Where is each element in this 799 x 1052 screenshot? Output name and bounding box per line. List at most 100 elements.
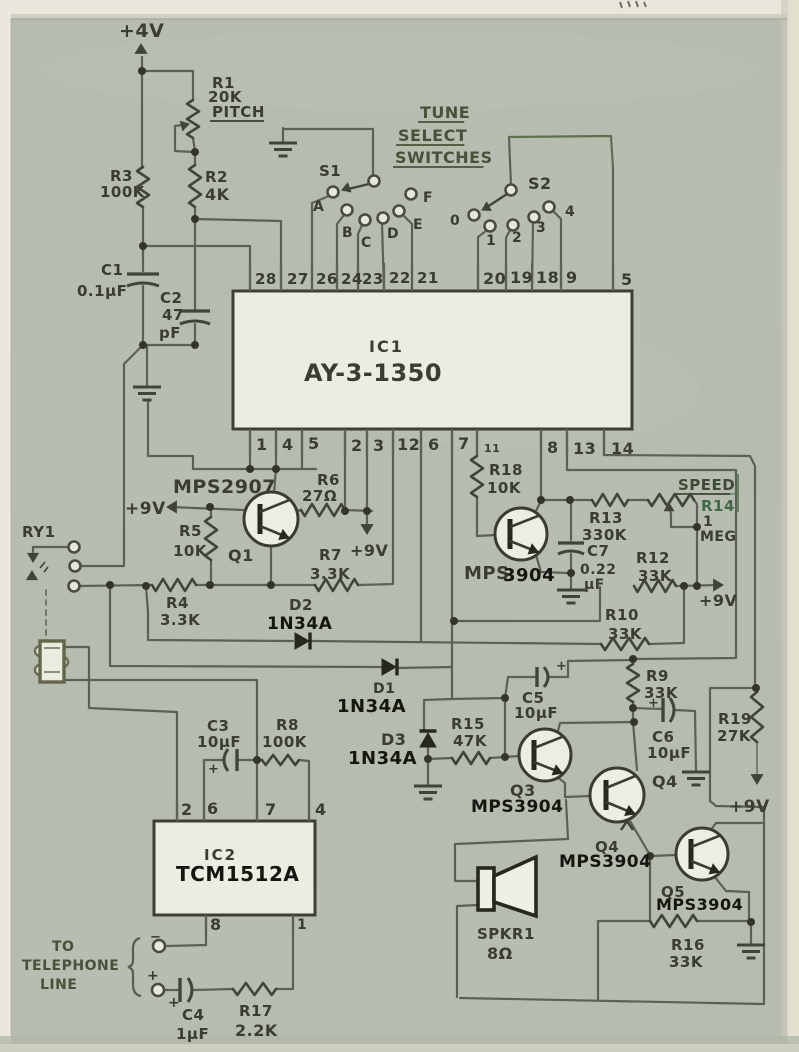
wire-coil-to-ic2pin2 xyxy=(62,645,179,823)
label-r18-name: R18 xyxy=(489,461,523,479)
label-ic1-pin22: 22 xyxy=(389,269,411,287)
r1-wiper-arrow xyxy=(179,120,190,132)
label-ic2-part: TCM1512A xyxy=(176,862,299,886)
junction-dot xyxy=(206,503,214,511)
r14-wiper-arrow xyxy=(663,502,675,512)
ry1-armature-arrow-2 xyxy=(25,570,39,581)
label-r1-name: R1 xyxy=(212,74,235,92)
resistor-r4 xyxy=(150,577,198,593)
label-c3-name: C3 xyxy=(207,717,229,735)
label-ic1-pin3: 3 xyxy=(373,436,385,455)
label-c4-value: 1µF xyxy=(176,1025,209,1043)
label-ic1-name: IC1 xyxy=(369,337,404,356)
label-d1-name: D1 xyxy=(373,681,395,697)
label-s1-name: S1 xyxy=(319,162,341,180)
wire-pin13-loop xyxy=(565,427,738,661)
label-c7-name: C7 xyxy=(587,542,609,560)
label-ic1-pin6: 6 xyxy=(428,435,440,454)
wire-q5-collector xyxy=(708,821,766,833)
label-r19-name: R19 xyxy=(718,710,752,728)
label-ic1-pin5: 5 xyxy=(621,270,633,289)
wire-d3-r15 xyxy=(426,756,454,761)
speaker-cone xyxy=(492,854,538,919)
capacitor-c6 xyxy=(668,697,676,723)
wire-q4-emitter xyxy=(628,819,652,857)
junction-dot xyxy=(752,684,760,692)
wire-s1-a-pin26 xyxy=(310,194,331,293)
label-ic2-pin4: 4 xyxy=(315,800,327,819)
label-s2-pos-2: 2 xyxy=(512,230,522,246)
label-c6-plus: + xyxy=(648,696,659,711)
wire-4v-to-r1 xyxy=(140,69,195,102)
junction-dot xyxy=(630,718,638,726)
label-r17-name: R17 xyxy=(239,1002,273,1020)
ry1-armature-ticks xyxy=(39,561,49,573)
label-s2-pos-1: 1 xyxy=(486,233,496,249)
s1-lever-arrow xyxy=(341,181,352,193)
label-d3-part: 1N34A xyxy=(348,748,417,769)
label-r14-value1: 1 xyxy=(703,514,713,530)
s2-contact-3 xyxy=(527,210,541,224)
wire-s2-common-up xyxy=(507,135,513,187)
label-s1-pos-c: C xyxy=(361,235,372,251)
junction-dot xyxy=(567,569,575,577)
label-ic1-pin8: 8 xyxy=(547,438,559,457)
label-c7-value2: µF xyxy=(584,577,605,593)
junction-dot xyxy=(424,755,432,763)
wire-q2-emitter xyxy=(534,553,570,575)
junction-dot xyxy=(139,242,147,250)
label-d2-name: D2 xyxy=(289,596,313,614)
wire-r7-to-pin12 xyxy=(356,427,395,587)
label-r14-name: R14 xyxy=(701,497,735,515)
page-top-margin xyxy=(0,0,799,14)
s2-lever-arrow xyxy=(481,201,492,211)
label-q3-part: MPS3904 xyxy=(471,797,563,817)
label-phone-telephone: TELEPHONE xyxy=(22,958,119,974)
label-ic1-pin28: 28 xyxy=(255,270,277,288)
label-ic1-part: AY-3-1350 xyxy=(304,359,442,387)
capacitor-c3 xyxy=(222,748,230,772)
transistor-q1 xyxy=(259,498,291,514)
wire-c6-right xyxy=(673,708,698,773)
junction-dot xyxy=(138,67,146,75)
label-r16-value: 33K xyxy=(669,953,704,971)
label-ic1-pin9: 9 xyxy=(566,268,578,287)
ic1-body xyxy=(231,289,634,431)
capacitor-c1 xyxy=(126,281,160,288)
resistor-r8 xyxy=(260,753,301,767)
diode-d1 xyxy=(381,658,398,676)
wire-q5-collector-rail xyxy=(458,686,766,1006)
page-right-margin xyxy=(787,0,799,1052)
label-c1-name: C1 xyxy=(101,261,123,279)
label-r8-value: 100K xyxy=(262,733,308,751)
wire-r1-wiper xyxy=(173,123,184,128)
junction-dot xyxy=(693,523,701,531)
transistor-q3 xyxy=(533,735,565,750)
junction-dot xyxy=(501,694,509,702)
resistor-r15 xyxy=(450,750,492,766)
wire-r1-wiper-tie xyxy=(173,124,195,154)
junction-dot xyxy=(206,581,214,589)
ry1-contact-bottom xyxy=(67,579,81,593)
label-plus4v: +4V xyxy=(119,20,164,42)
label-s1-pos-b: B xyxy=(342,225,353,241)
wire-r18-to-q2base xyxy=(475,495,497,538)
resistor-r13 xyxy=(590,492,630,508)
s1-contact-f xyxy=(404,187,418,201)
label-ic1-pin12: 12 xyxy=(397,435,420,454)
s1-contact-c xyxy=(358,213,372,227)
label-r2-value: 4K xyxy=(205,185,230,204)
wire-r14-right xyxy=(692,498,699,529)
wire-coil-to-ic2pin7 xyxy=(62,678,259,823)
label-spkr-value: 8Ω xyxy=(487,944,513,963)
wire-relay-armature xyxy=(31,545,71,554)
diode-d2 xyxy=(294,632,311,650)
label-ic1-pin14: 14 xyxy=(611,439,634,458)
resistor-r16 xyxy=(648,913,699,929)
resistor-r17 xyxy=(231,981,278,997)
transistor-q4-emitter-arrow xyxy=(624,804,636,817)
wire-d3-to-c5 xyxy=(422,696,507,733)
label-phone-line: LINE xyxy=(40,977,77,993)
